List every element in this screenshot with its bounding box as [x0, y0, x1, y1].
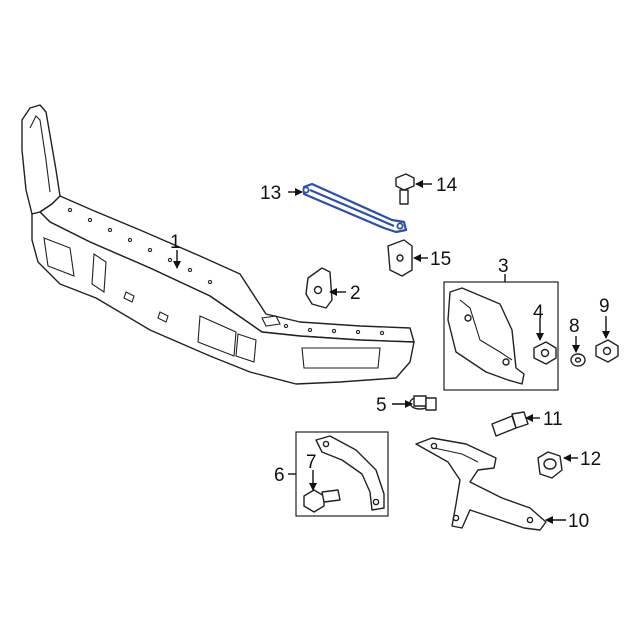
brace-part-13[interactable]	[302, 182, 408, 234]
side-bracket-part[interactable]	[315, 435, 385, 511]
callout-10: 10	[568, 511, 589, 532]
callout-11: 11	[543, 409, 563, 430]
nut-part-4[interactable]	[533, 341, 557, 365]
callout-2: 2	[350, 283, 361, 304]
callout-14: 14	[436, 175, 458, 196]
callout-7: 7	[306, 452, 317, 473]
callout-8: 8	[569, 316, 580, 337]
bolt-part-5[interactable]	[409, 395, 437, 411]
mount-bracket-part[interactable]	[447, 287, 525, 385]
small-bracket-part[interactable]	[305, 267, 333, 309]
bolt-part-11[interactable]	[491, 411, 529, 437]
bolt-part-7[interactable]	[303, 489, 341, 513]
callout-12: 12	[580, 449, 601, 470]
callout-labels: 1 2 3 4 5 6 7 8 9 10 11 12 13 14 15	[170, 175, 610, 532]
nut-part-9[interactable]	[595, 339, 619, 363]
callout-3: 3	[498, 256, 509, 277]
bolt-part-14[interactable]	[395, 173, 415, 205]
lower-bracket-part[interactable]	[415, 437, 547, 531]
bracket-part-15[interactable]	[387, 239, 413, 277]
callout-13: 13	[260, 183, 281, 204]
callout-6: 6	[274, 465, 285, 486]
part-3-frame	[443, 281, 559, 391]
callout-1: 1	[170, 232, 181, 253]
callout-5: 5	[376, 395, 387, 416]
leader-lines	[173, 180, 610, 524]
bumper-part[interactable]	[21, 104, 415, 385]
callout-9: 9	[599, 296, 610, 317]
callout-4: 4	[533, 302, 544, 323]
clip-part-12[interactable]	[537, 451, 563, 479]
washer-part-8[interactable]	[570, 353, 586, 367]
callout-15: 15	[430, 249, 451, 270]
